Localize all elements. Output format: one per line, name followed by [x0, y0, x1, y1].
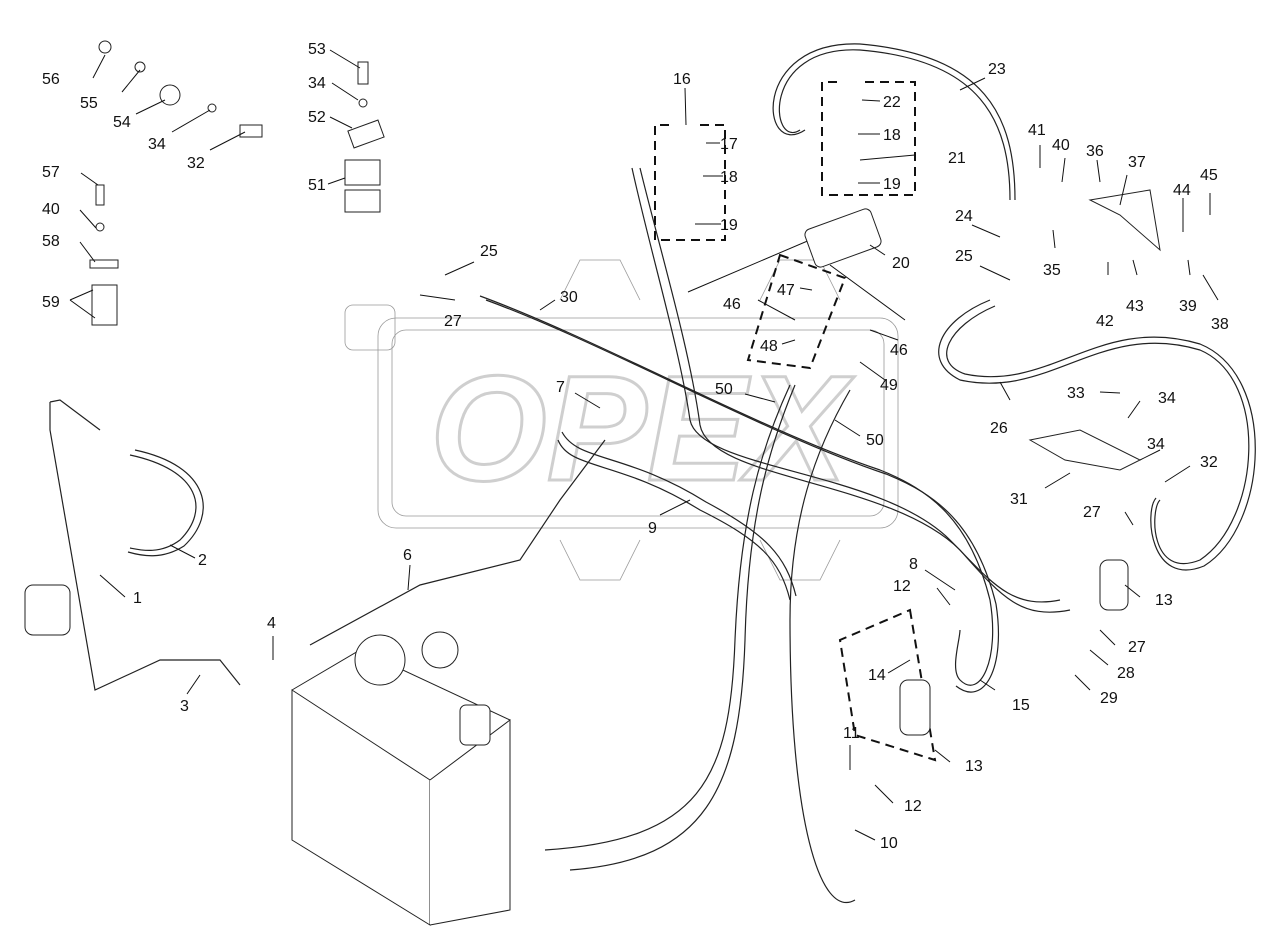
callout-29: 29: [1100, 690, 1118, 707]
callout-17: 17: [720, 136, 738, 153]
callout-19: 19: [720, 217, 738, 234]
callout-6: 6: [403, 547, 412, 564]
callout-53: 53: [308, 41, 326, 58]
callout-22: 22: [883, 94, 901, 111]
callout-34: 34: [148, 136, 166, 153]
components: [24, 40, 1161, 736]
callout-16: 16: [673, 71, 691, 88]
callout-18: 18: [883, 127, 901, 144]
callout-51: 51: [308, 177, 326, 194]
callout-47: 47: [777, 282, 795, 299]
callout-45: 45: [1200, 167, 1218, 184]
callout-12: 12: [904, 798, 922, 815]
callout-25: 25: [480, 243, 498, 260]
callout-40: 40: [1052, 137, 1070, 154]
callout-52: 52: [308, 109, 326, 126]
callout-33: 33: [1067, 385, 1085, 402]
hoses: [127, 43, 1256, 903]
callout-12: 12: [893, 578, 911, 595]
callout-14: 14: [868, 667, 886, 684]
callout-4: 4: [267, 615, 276, 632]
callout-18: 18: [720, 169, 738, 186]
callout-27: 27: [1083, 504, 1101, 521]
callout-56: 56: [42, 71, 60, 88]
callout-49: 49: [880, 377, 898, 394]
callout-1: 1: [133, 590, 142, 607]
callout-39: 39: [1179, 298, 1197, 315]
callout-13: 13: [1155, 592, 1173, 609]
callout-28: 28: [1117, 665, 1135, 682]
callout-41: 41: [1028, 122, 1046, 139]
callout-59: 59: [42, 294, 60, 311]
callout-38: 38: [1211, 316, 1229, 333]
callout-2: 2: [198, 552, 207, 569]
callout-21: 21: [948, 150, 966, 167]
callout-34: 34: [1158, 390, 1176, 407]
callout-42: 42: [1096, 313, 1114, 330]
callout-43: 43: [1126, 298, 1144, 315]
callout-50: 50: [715, 381, 733, 398]
callout-44: 44: [1173, 182, 1191, 199]
callout-24: 24: [955, 208, 973, 225]
callout-32: 32: [187, 155, 205, 172]
callout-9: 9: [648, 520, 657, 537]
callout-20: 20: [892, 255, 910, 272]
callout-23: 23: [988, 61, 1006, 78]
leader-lines: [69, 49, 1219, 841]
callout-54: 54: [113, 114, 131, 131]
callout-48: 48: [760, 338, 778, 355]
callout-37: 37: [1128, 154, 1146, 171]
callout-25: 25: [955, 248, 973, 265]
callout-31: 31: [1010, 491, 1028, 508]
hydraulic-tank: [291, 631, 511, 926]
callout-32: 32: [1200, 454, 1218, 471]
watermark-text: OPEX: [430, 344, 855, 512]
callout-50: 50: [866, 432, 884, 449]
callout-35: 35: [1043, 262, 1061, 279]
callout-36: 36: [1086, 143, 1104, 160]
callout-13: 13: [965, 758, 983, 775]
callout-55: 55: [80, 95, 98, 112]
callout-7: 7: [556, 379, 565, 396]
callout-27: 27: [1128, 639, 1146, 656]
pipe-6: [309, 439, 606, 646]
callout-34: 34: [1147, 436, 1165, 453]
callout-8: 8: [909, 556, 918, 573]
callout-15: 15: [1012, 697, 1030, 714]
callout-34: 34: [308, 75, 326, 92]
callout-labels: 5655543432533452515740585916171819221821…: [42, 41, 1229, 852]
callout-57: 57: [42, 164, 60, 181]
callout-46: 46: [890, 342, 908, 359]
callout-11: 11: [843, 725, 860, 742]
callout-58: 58: [42, 233, 60, 250]
watermark-logo: OPEX: [377, 259, 899, 581]
callout-10: 10: [880, 835, 898, 852]
callout-3: 3: [180, 698, 189, 715]
callout-19: 19: [883, 176, 901, 193]
callout-40: 40: [42, 201, 60, 218]
callout-46: 46: [723, 296, 741, 313]
callout-27: 27: [444, 313, 462, 330]
pipe-3: [49, 399, 241, 691]
callout-30: 30: [560, 289, 578, 306]
callout-26: 26: [990, 420, 1008, 437]
